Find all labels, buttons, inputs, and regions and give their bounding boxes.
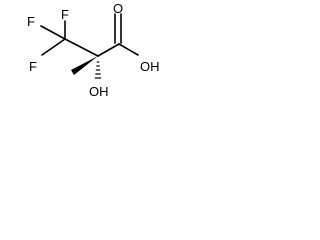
molecule-structure: F F F O OH OH	[27, 1, 160, 99]
atom-hydroxyl-oh: OH	[89, 84, 109, 99]
hashed-bond-hydroxyl	[94, 61, 102, 79]
atom-f-top: F	[61, 7, 69, 22]
atom-f-left-bottom: F	[29, 59, 37, 74]
bond-cf3-f-left-top	[40, 25, 66, 40]
bond-cq-carboxyl	[97, 43, 120, 57]
wedge-bond-methyl	[71, 56, 98, 75]
bond-cf3-f-left-bottom	[41, 38, 66, 56]
atom-acid-oh: OH	[140, 59, 160, 74]
bond-carboxyl-oh	[118, 43, 139, 56]
atom-f-left-top: F	[27, 14, 35, 29]
atom-carbonyl-o: O	[113, 1, 123, 16]
bond-cf3-cq	[64, 38, 99, 57]
